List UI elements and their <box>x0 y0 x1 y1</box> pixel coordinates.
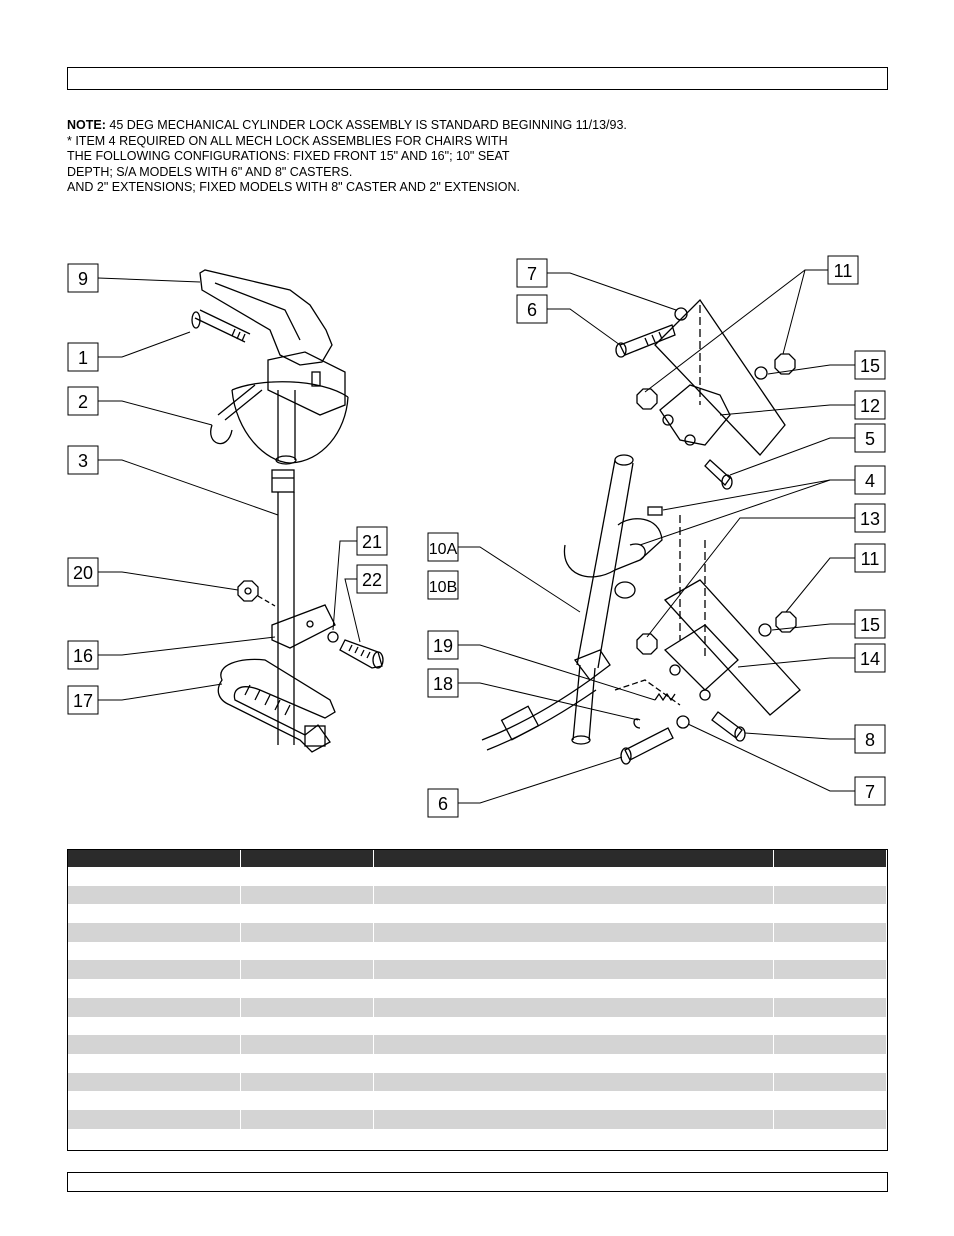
callout-13: 13 <box>860 509 880 529</box>
table-row <box>68 904 887 924</box>
table-row <box>68 867 887 886</box>
note-line-3: DEPTH; S/A MODELS WITH 6" AND 8" CASTERS… <box>67 164 353 179</box>
callout-20: 20 <box>73 563 93 583</box>
callout-6-bottom: 6 <box>438 794 448 814</box>
table-row <box>68 1072 887 1092</box>
callout-10b: 10B <box>429 579 457 596</box>
callout-22: 22 <box>362 570 382 590</box>
table-row <box>68 997 887 1017</box>
footer-box <box>67 1172 888 1192</box>
lower-clamp <box>663 624 739 691</box>
callout-21: 21 <box>362 532 382 552</box>
upper-frame-tube <box>654 298 786 456</box>
callout-5: 5 <box>865 429 875 449</box>
callout-15-top: 15 <box>860 356 880 376</box>
callout-6-top: 6 <box>527 300 537 320</box>
table-row <box>68 979 887 998</box>
note-line-2: THE FOLLOWING CONFIGURATIONS: FIXED FRON… <box>67 149 510 163</box>
note-line-4: AND 2" EXTENSIONS; FIXED MODELS WITH 8" … <box>67 180 520 194</box>
callout-11-top: 11 <box>834 261 853 281</box>
callout-1: 1 <box>78 348 88 368</box>
notes-block: NOTE: 45 DEG MECHANICAL CYLINDER LOCK AS… <box>67 118 767 196</box>
callout-15-bottom: 15 <box>860 615 880 635</box>
callout-4: 4 <box>865 471 875 491</box>
table-row <box>68 1035 887 1054</box>
table-row <box>68 923 887 942</box>
callout-7-bottom: 7 <box>865 782 875 802</box>
callout-18: 18 <box>433 674 453 694</box>
callout-10a: 10A <box>429 541 458 558</box>
release-handle <box>199 269 333 366</box>
callout-16: 16 <box>73 646 93 666</box>
callout-2: 2 <box>78 392 88 412</box>
cable-bracket <box>271 604 336 649</box>
note-line: NOTE: 45 DEG MECHANICAL CYLINDER LOCK AS… <box>67 118 767 134</box>
exploded-parts-diagram: 9 1 2 3 20 16 17 21 22 7 6 11 15 12 5 4 … <box>67 255 886 818</box>
note-label: NOTE: <box>67 118 106 132</box>
callout-17: 17 <box>73 691 93 711</box>
callout-19: 19 <box>433 636 453 656</box>
header-box <box>67 67 888 90</box>
parts-list-table <box>67 849 888 1151</box>
table-row <box>68 1053 887 1073</box>
lower-frame-tube <box>663 579 801 716</box>
cable-tie <box>217 658 336 753</box>
callout-11-bottom: 11 <box>861 549 880 569</box>
note-text: 45 DEG MECHANICAL CYLINDER LOCK ASSEMBLY… <box>105 118 627 132</box>
table-header-row <box>68 850 887 867</box>
table-row <box>68 885 887 905</box>
callout-7-top: 7 <box>527 264 537 284</box>
note-line-1: * ITEM 4 REQUIRED ON ALL MECH LOCK ASSEM… <box>67 133 508 148</box>
table-row <box>68 941 887 961</box>
callout-12: 12 <box>860 396 880 416</box>
callout-14: 14 <box>860 649 880 669</box>
table-row <box>68 1016 887 1036</box>
table-row <box>68 960 887 980</box>
lock-housing <box>231 389 349 464</box>
table-row <box>68 1128 887 1148</box>
table-row <box>68 1109 887 1129</box>
callout-8: 8 <box>865 730 875 750</box>
callout-9: 9 <box>78 269 88 289</box>
handle-block <box>267 351 346 416</box>
upper-clamp <box>659 384 731 446</box>
callout-3: 3 <box>78 451 88 471</box>
table-row <box>68 1091 887 1110</box>
